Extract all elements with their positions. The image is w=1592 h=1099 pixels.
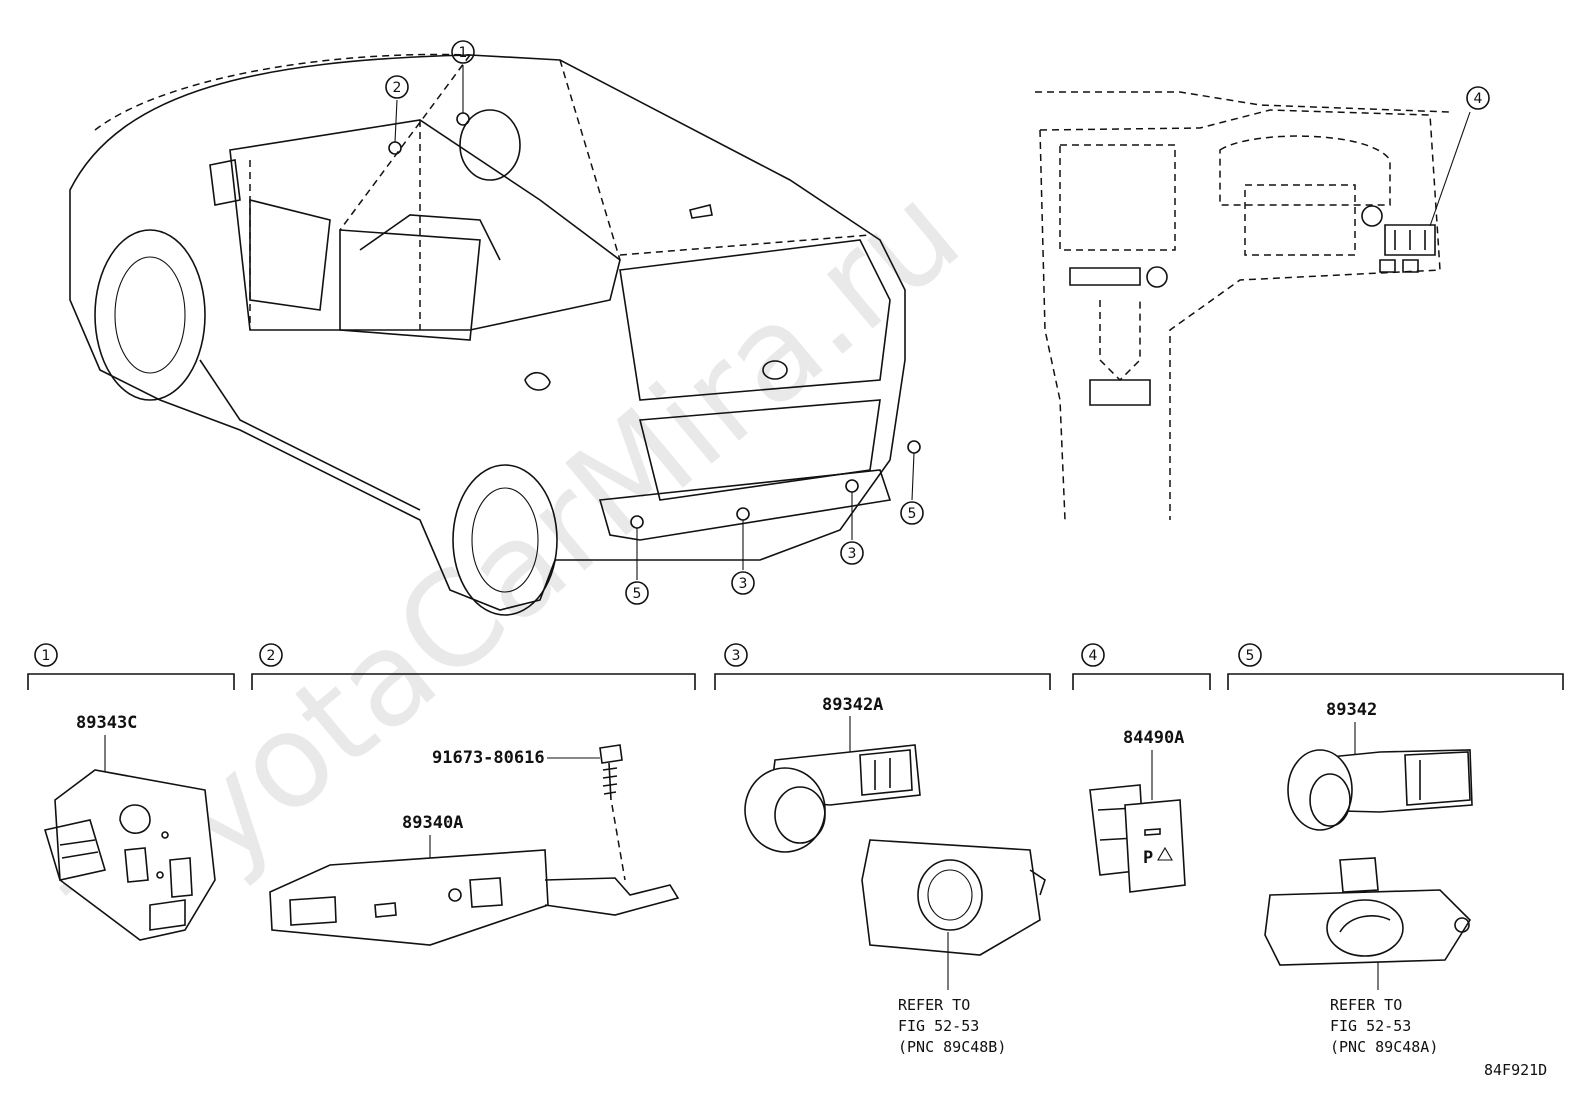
callout-label: 1 (459, 45, 468, 61)
sensor-marker-1 (456, 112, 470, 126)
front-wheel (94, 229, 206, 401)
part-number-89342: 89342 (1326, 700, 1377, 720)
callout-label: 4 (1474, 91, 1483, 107)
vehicle-callouts: 1 2 3 3 5 5 (385, 40, 924, 605)
figure-code: 84F921D (1484, 1061, 1547, 1079)
part-number-89342A: 89342A (822, 695, 883, 715)
vehicle-outline (69, 53, 921, 616)
part-89342: 89342 REFER TO FIG 52-53 (PNC 89C48A) (1264, 700, 1473, 1056)
callout-label: 5 (633, 586, 642, 602)
section-number: 3 (732, 648, 741, 664)
rear-wheel (452, 464, 558, 616)
section-number: 5 (1246, 648, 1255, 664)
section-number: 2 (267, 648, 276, 664)
sensor-marker-2 (388, 141, 402, 155)
refer-note-line: (PNC 89C48A) (1330, 1038, 1438, 1056)
section-number: 1 (42, 648, 51, 664)
part-number-84490A: 84490A (1123, 728, 1184, 748)
part-number-89340A: 89340A (402, 813, 463, 833)
callout-label: 3 (739, 576, 748, 592)
part-84490A: 84490A P (1089, 728, 1186, 893)
sensor-marker-5b (907, 440, 921, 454)
section-number: 4 (1089, 648, 1098, 664)
part-number-89343C: 89343C (76, 713, 137, 733)
refer-note-line: REFER TO (1330, 996, 1402, 1014)
refer-note-line: REFER TO (898, 996, 970, 1014)
dashboard-outline: 4 (1035, 86, 1490, 521)
section-headers: 1 2 3 4 5 (27, 643, 1564, 690)
refer-note-line: (PNC 89C48B) (898, 1038, 1006, 1056)
park-assist-switch-icon: P (1143, 848, 1153, 868)
sensor-marker-3a (736, 507, 750, 521)
part-89342A: 89342A REFER TO FIG 52-53 (PNC 89C48B) (744, 695, 1046, 1056)
part-89340A: 91673-80616 89340A (269, 744, 680, 946)
part-89343C: 89343C (43, 713, 216, 941)
refer-note-line: FIG 52-53 (1330, 1017, 1411, 1035)
callout-label: 5 (908, 506, 917, 522)
callout-label: 3 (848, 546, 857, 562)
callout-label: 2 (393, 80, 402, 96)
refer-note-line: FIG 52-53 (898, 1017, 979, 1035)
sensor-marker-3b (845, 479, 859, 493)
bolt-part-number: 91673-80616 (432, 748, 545, 768)
